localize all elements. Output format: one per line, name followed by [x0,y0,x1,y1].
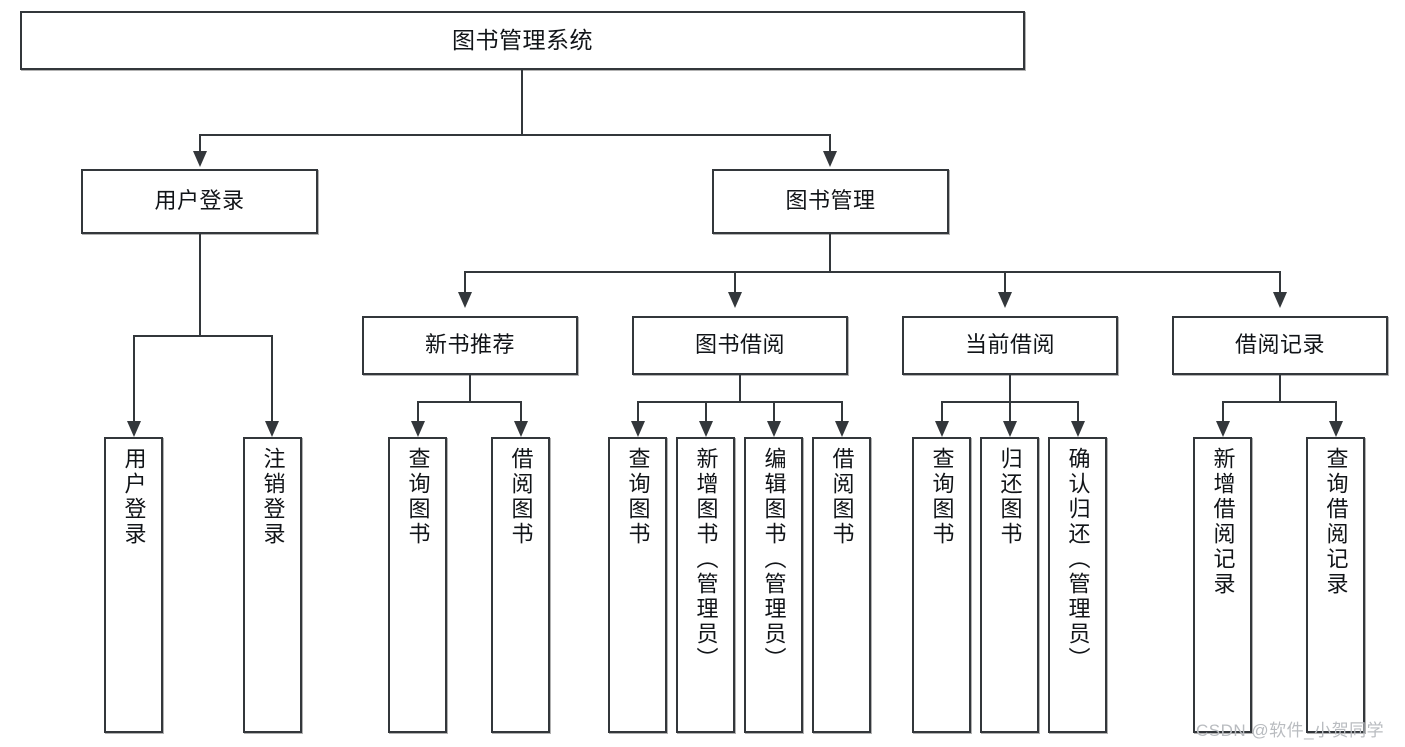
leaf-new-book-borrow-books[interactable]: 借阅图书 [491,437,550,733]
node-label: 新增图书（管理员） [693,447,719,672]
node-label: 归还图书 [997,447,1023,547]
edge-book-borrow-to-leaf-1 [637,401,639,423]
edge-book-management-stem [829,234,831,273]
edge-book-borrow-to-leaf-4 [841,401,843,423]
edge-user-login-bar [133,335,273,337]
edge-book-borrow-stem [739,375,741,403]
node-label: 用户登录 [154,188,245,214]
edge-root-to-user-login [199,134,201,153]
leaf-new-book-query-books[interactable]: 查询图书 [388,437,447,733]
arrow-book-borrow-to-leaf-4 [835,421,849,437]
edge-book-borrow-bar [637,401,842,403]
csdn-watermark: CSDN @软件_小贺同学 [1196,721,1385,740]
arrow-current-borrow-to-leaf-2 [1003,421,1017,437]
leaf-book-borrow-borrow-books[interactable]: 借阅图书 [812,437,871,733]
edge-borrow-record-to-leaf-2 [1335,401,1337,423]
edge-borrow-record-bar [1222,401,1337,403]
edge-root-bar [199,134,831,136]
node-book-borrow[interactable]: 图书借阅 [632,316,848,375]
edge-root-to-book-management [829,134,831,153]
arrow-book-borrow-to-leaf-2 [699,421,713,437]
edge-current-borrow-stem [1009,375,1011,403]
arrow-bm-to-current-borrow [998,292,1012,308]
leaf-book-borrow-add-book-admin[interactable]: 新增图书（管理员） [676,437,735,733]
node-label: 借阅记录 [1234,332,1325,358]
arrow-root-to-book-management [823,151,837,167]
node-label: 图书借阅 [694,332,785,358]
node-label: 查询借阅记录 [1323,447,1349,597]
node-label: 借阅图书 [829,447,855,547]
edge-borrow-record-to-leaf-1 [1222,401,1224,423]
edge-new-book-stem [469,375,471,403]
edge-new-book-to-leaf-2 [520,401,522,423]
arrow-root-to-user-login [193,151,207,167]
leaf-user-login-login[interactable]: 用户登录 [104,437,163,733]
edge-bm-to-current-borrow [1004,271,1006,294]
leaf-current-borrow-query-books[interactable]: 查询图书 [912,437,971,733]
arrow-user-login-to-leaf-2 [265,421,279,437]
node-current-borrow[interactable]: 当前借阅 [902,316,1118,375]
leaf-book-borrow-edit-book-admin[interactable]: 编辑图书（管理员） [744,437,803,733]
node-label: 借阅图书 [508,447,534,547]
arrow-current-borrow-to-leaf-3 [1071,421,1085,437]
node-new-book-recommend[interactable]: 新书推荐 [362,316,578,375]
edge-user-login-to-leaf-1 [133,335,135,423]
arrow-user-login-to-leaf-1 [127,421,141,437]
node-label: 用户登录 [121,447,147,547]
node-label: 查询图书 [625,447,651,547]
edge-book-management-bar [464,271,1281,273]
node-book-management[interactable]: 图书管理 [712,169,949,234]
arrow-bm-to-borrow-record [1273,292,1287,308]
arrow-bm-to-new-book [458,292,472,308]
edge-root-stem [521,70,523,135]
leaf-borrow-record-add-record[interactable]: 新增借阅记录 [1193,437,1252,733]
edge-book-borrow-to-leaf-2 [705,401,707,423]
edge-book-borrow-to-leaf-3 [773,401,775,423]
edge-bm-to-borrow-record [1279,271,1281,294]
node-label: 图书管理 [785,188,876,214]
arrow-new-book-to-leaf-1 [411,421,425,437]
edge-new-book-to-leaf-1 [417,401,419,423]
arrow-current-borrow-to-leaf-1 [935,421,949,437]
edge-borrow-record-stem [1279,375,1281,403]
leaf-borrow-record-query-record[interactable]: 查询借阅记录 [1306,437,1365,733]
node-borrow-record[interactable]: 借阅记录 [1172,316,1388,375]
leaf-current-borrow-return-books[interactable]: 归还图书 [980,437,1039,733]
leaf-book-borrow-query-books[interactable]: 查询图书 [608,437,667,733]
arrow-book-borrow-to-leaf-3 [767,421,781,437]
edge-current-borrow-to-leaf-1 [941,401,943,423]
leaf-user-login-logout[interactable]: 注销登录 [243,437,302,733]
node-label: 图书管理系统 [452,26,593,53]
node-root-library-management-system[interactable]: 图书管理系统 [20,11,1025,70]
edge-current-borrow-to-leaf-3 [1077,401,1079,423]
leaf-current-borrow-confirm-return-admin[interactable]: 确认归还（管理员） [1048,437,1107,733]
edge-user-login-stem [199,234,201,337]
arrow-bm-to-book-borrow [728,292,742,308]
edge-bm-to-book-borrow [734,271,736,294]
edge-user-login-to-leaf-2 [271,335,273,423]
node-label: 查询图书 [405,447,431,547]
node-user-login[interactable]: 用户登录 [81,169,318,234]
node-label: 新增借阅记录 [1210,447,1236,597]
arrow-book-borrow-to-leaf-1 [631,421,645,437]
node-label: 查询图书 [929,447,955,547]
edge-current-borrow-to-leaf-2 [1009,401,1011,423]
arrow-borrow-record-to-leaf-2 [1329,421,1343,437]
node-label: 注销登录 [260,447,286,547]
node-label: 编辑图书（管理员） [761,447,787,672]
edge-bm-to-new-book [464,271,466,294]
node-label: 当前借阅 [964,332,1055,358]
edge-new-book-bar [417,401,522,403]
arrow-borrow-record-to-leaf-1 [1216,421,1230,437]
arrow-new-book-to-leaf-2 [514,421,528,437]
node-label: 确认归还（管理员） [1065,447,1091,672]
node-label: 新书推荐 [424,332,515,358]
